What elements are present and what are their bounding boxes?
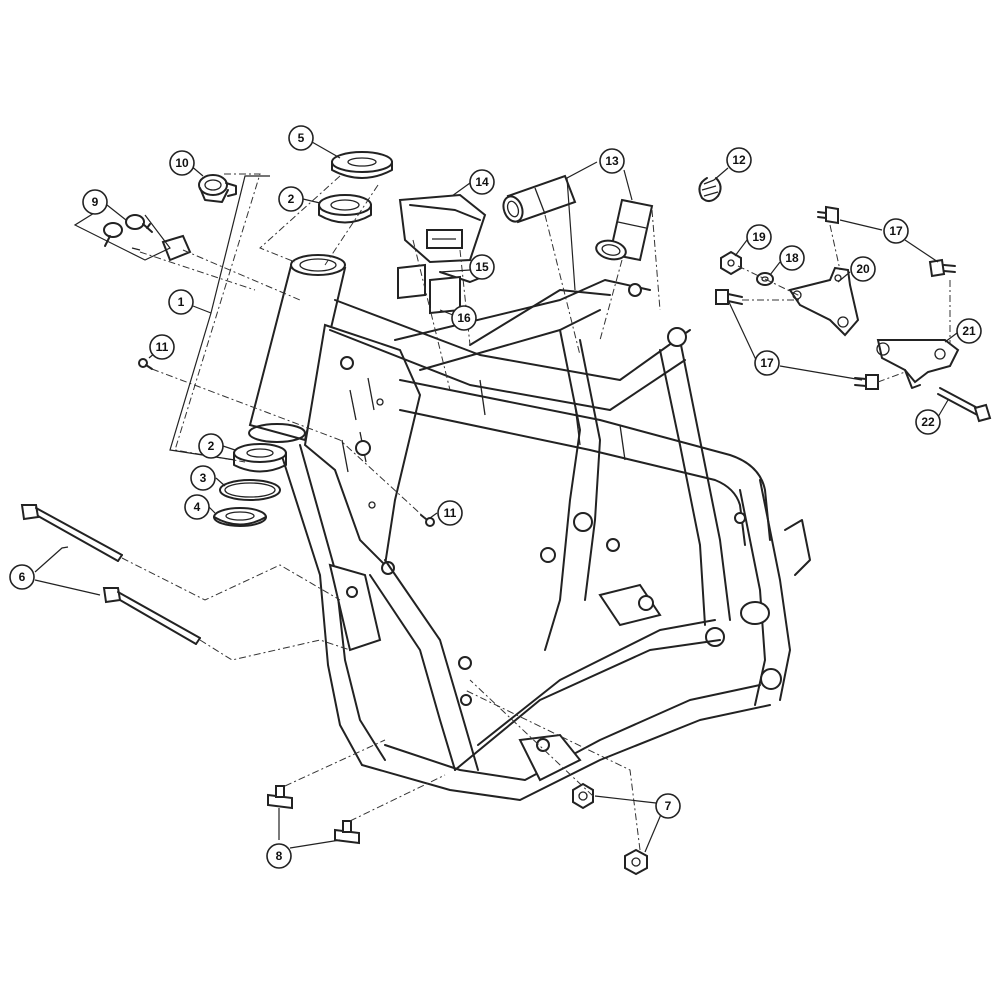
callout-5: 5 bbox=[288, 125, 314, 151]
callout-22: 22 bbox=[915, 409, 941, 435]
callout-17-upper: 17 bbox=[883, 218, 909, 244]
callout-12: 12 bbox=[726, 147, 752, 173]
callout-18: 18 bbox=[779, 245, 805, 271]
head-gusset-plate bbox=[303, 323, 422, 575]
callout-17-lower-label: 17 bbox=[760, 356, 774, 370]
callout-7: 7 bbox=[655, 793, 681, 819]
callout-6: 6 bbox=[9, 564, 35, 590]
rubber-sleeve-lower bbox=[595, 198, 654, 262]
callout-8-label: 8 bbox=[276, 849, 283, 863]
callout-14-label: 14 bbox=[475, 175, 489, 189]
callout-11-lower-label: 11 bbox=[444, 506, 457, 520]
assembly-lines bbox=[121, 173, 951, 851]
callout-6-label: 6 bbox=[19, 570, 26, 584]
bolt-17-bottom bbox=[854, 374, 879, 390]
nut-lower bbox=[624, 848, 648, 876]
callout-2-upper: 2 bbox=[278, 186, 304, 212]
callout-1: 1 bbox=[168, 289, 194, 315]
callout-5-label: 5 bbox=[298, 131, 305, 145]
callout-13-label: 13 bbox=[605, 154, 619, 168]
hose-clamp bbox=[698, 177, 722, 202]
callout-10-label: 10 bbox=[175, 156, 189, 170]
callout-13: 13 bbox=[599, 148, 625, 174]
bolt-17-left bbox=[715, 289, 743, 305]
lower-bearing bbox=[233, 443, 287, 473]
callout-17-upper-label: 17 bbox=[889, 224, 903, 238]
callout-21-label: 21 bbox=[962, 324, 976, 338]
callout-19-label: 19 bbox=[752, 230, 766, 244]
lower-seal bbox=[213, 507, 267, 527]
main-frame bbox=[248, 254, 811, 801]
callout-7-label: 7 bbox=[665, 799, 672, 813]
callout-15: 15 bbox=[469, 254, 495, 280]
callout-2-lower: 2 bbox=[198, 433, 224, 459]
callout-11-lower: 11 bbox=[437, 500, 463, 526]
lower-cradle bbox=[361, 583, 771, 801]
rear-uprights bbox=[659, 339, 811, 706]
callout-1-label: 1 bbox=[178, 295, 185, 309]
long-bolt-lower bbox=[102, 587, 201, 645]
top-tubes bbox=[329, 279, 691, 411]
callout-20: 20 bbox=[850, 256, 876, 282]
callout-14: 14 bbox=[469, 169, 495, 195]
flange-nut bbox=[720, 250, 742, 276]
o-ring bbox=[219, 479, 281, 501]
callout-4-label: 4 bbox=[194, 500, 201, 514]
nut-upper bbox=[572, 782, 594, 810]
pivot-area bbox=[458, 283, 746, 706]
support-bracket bbox=[876, 339, 960, 389]
bolt-17-top bbox=[817, 205, 839, 225]
callout-18-label: 18 bbox=[785, 251, 799, 265]
screw-upper bbox=[138, 358, 153, 370]
callout-9: 9 bbox=[82, 189, 108, 215]
callout-11-upper: 11 bbox=[149, 334, 175, 360]
callout-16-label: 16 bbox=[457, 311, 471, 325]
foam-ring bbox=[439, 271, 481, 283]
callout-9-label: 9 bbox=[92, 195, 99, 209]
electronic-box bbox=[398, 193, 487, 264]
clip-left bbox=[267, 785, 293, 810]
steering-head-tube bbox=[248, 254, 347, 443]
callout-2-lower-label: 2 bbox=[208, 439, 215, 453]
callout-22-label: 22 bbox=[921, 415, 935, 429]
clip-right bbox=[334, 820, 360, 845]
upper-bearing bbox=[318, 194, 372, 224]
keys-and-lock bbox=[103, 214, 192, 262]
callout-3: 3 bbox=[190, 465, 216, 491]
washer bbox=[756, 272, 774, 286]
bolt-22 bbox=[937, 387, 992, 423]
callout-16: 16 bbox=[451, 305, 477, 331]
callout-4: 4 bbox=[184, 494, 210, 520]
callout-3-label: 3 bbox=[200, 471, 207, 485]
callout-15-label: 15 bbox=[475, 260, 489, 274]
long-bolt-upper bbox=[20, 504, 123, 562]
callout-20-label: 20 bbox=[856, 262, 870, 276]
callout-12-label: 12 bbox=[732, 153, 746, 167]
callout-21: 21 bbox=[956, 318, 982, 344]
down-tubes bbox=[279, 444, 479, 771]
bolt-17-right bbox=[928, 258, 956, 278]
callout-2-upper-label: 2 bbox=[288, 192, 295, 206]
dust-seal bbox=[331, 151, 393, 179]
callout-8: 8 bbox=[266, 843, 292, 869]
callout-17-lower: 17 bbox=[754, 350, 780, 376]
mounting-bracket bbox=[788, 266, 860, 337]
rubber-sleeve-upper bbox=[502, 174, 577, 224]
steering-lock-housing bbox=[198, 174, 237, 203]
callout-19: 19 bbox=[746, 224, 772, 250]
callout-10: 10 bbox=[169, 150, 195, 176]
foam-pads bbox=[397, 263, 461, 315]
callout-11-upper-label: 11 bbox=[156, 340, 169, 354]
